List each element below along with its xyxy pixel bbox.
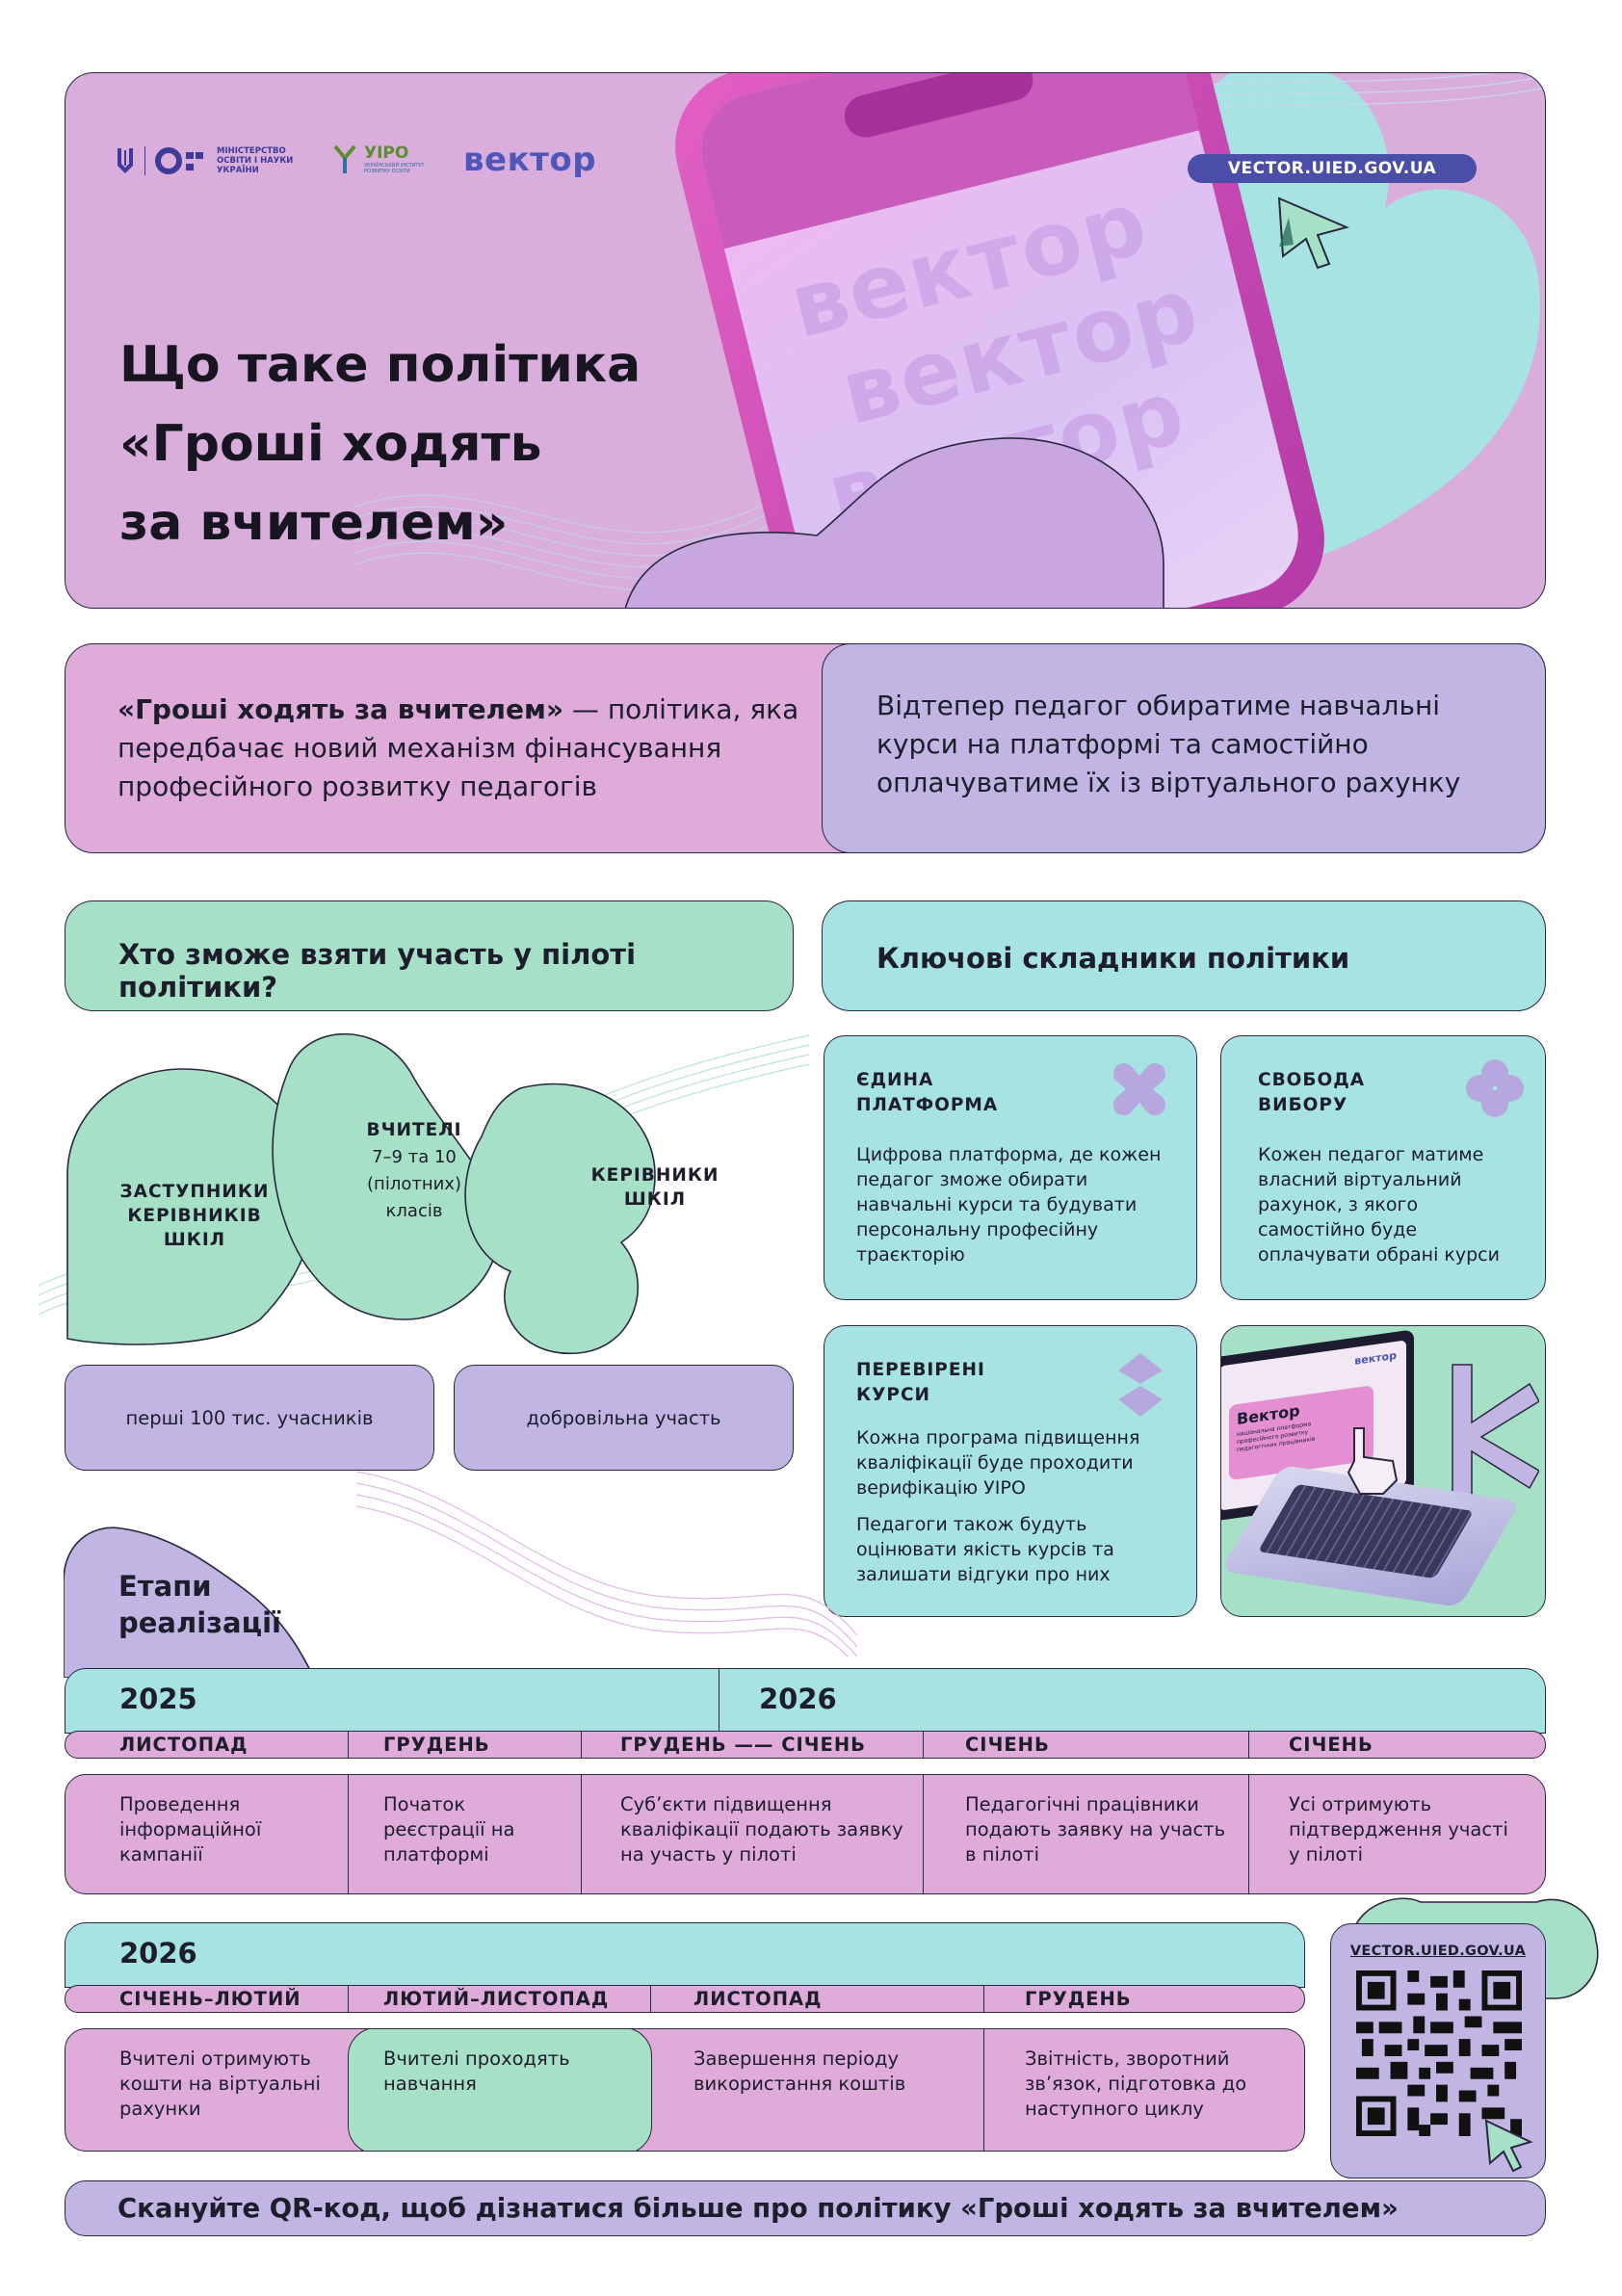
participants-heading: Хто зможе взяти участь у пілоті політики… [118, 938, 637, 1004]
intro-summary: Відтепер педагог обиратиме навчальні кур… [822, 643, 1546, 853]
timeline2-highlight [348, 2029, 652, 2151]
cursor-icon [1277, 196, 1350, 270]
laptop-card: вектор Вектор національна платформа проф… [1220, 1325, 1546, 1617]
laptop-cursor-icon [1347, 1427, 1399, 1495]
year-2025: 2025 [119, 1683, 197, 1715]
flower-shape-icon [1466, 1059, 1524, 1117]
laptop-illustration: вектор Вектор національна платформа проф… [1221, 1326, 1530, 1613]
participants-blobs [66, 1032, 656, 1355]
components-heading: Ключові складники політики [876, 942, 1350, 975]
qr-cursor-icon [1484, 2119, 1533, 2173]
card-unified-platform: ЄДИНА ПЛАТФОРМА Цифрова платформа, де ко… [824, 1035, 1197, 1300]
lilac-blob-decoration [624, 437, 1164, 608]
card-verified-courses: ПЕРЕВІРЕНІ КУРСИ Кожна програма підвищен… [824, 1325, 1197, 1617]
footer-cta: Скануйте QR-код, щоб дізнатися більше пр… [118, 2193, 1399, 2224]
stages-blob-decoration [64, 1526, 315, 1678]
mesh-decoration-lower [356, 1471, 857, 1657]
components-heading-box: Ключові складники політики [822, 900, 1546, 1011]
site-url-badge[interactable]: VECTOR.UIED.GOV.UA [1188, 154, 1477, 183]
pill-voluntary: добровільна участь [454, 1365, 794, 1471]
participant-heads: КЕРІВНИКИ ШКІЛ [590, 1165, 719, 1210]
participants-heading-box: Хто зможе взяти участь у пілоті політики… [65, 900, 794, 1011]
footer-cta-bar: Скануйте QR-код, щоб дізнатися більше пр… [65, 2180, 1546, 2236]
chevrons-shape-icon [1118, 1353, 1163, 1417]
uipo-logo: УІРО УКРАЇНСЬКИЙ ІНСТИТУТ РОЗВИТКУ ОСВІТ… [333, 143, 441, 175]
participant-teachers: ВЧИТЕЛІ 7–9 та 10 (пілотних) класів [366, 1120, 462, 1221]
timeline1-year-bar: 2025 2026 [65, 1668, 1546, 1734]
timeline1-events: Проведення інформаційної кампанії Почато… [65, 1774, 1546, 1894]
participant-deputies: ЗАСТУПНИКИ КЕРІВНИКІВ ШКІЛ [119, 1182, 270, 1250]
stages-heading: Етапи реалізації [118, 1570, 281, 1639]
uipo-mark-icon [333, 144, 356, 173]
cross-shape-icon [1113, 1063, 1165, 1115]
ministry-mark-icon [155, 147, 203, 174]
year-2026: 2026 [759, 1683, 837, 1715]
pill-first-100k: перші 100 тис. учасників [65, 1365, 434, 1471]
hero-banner: вектор вектор вектор МІНІСТЕРСТВО ОСВІТИ… [65, 72, 1546, 609]
timeline2-events: Вчителі отримують кошти на віртуальні ра… [65, 2028, 1305, 2152]
qr-code-icon[interactable] [1356, 1970, 1522, 2136]
qr-card: VECTOR.UIED.GOV.UA [1330, 1923, 1546, 2179]
card-freedom-of-choice: СВОБОДА ВИБОРУ Кожен педагог матиме влас… [1220, 1035, 1546, 1300]
page-title: Що таке політика «Гроші ходять за вчител… [119, 336, 641, 552]
ministry-logo: МІНІСТЕРСТВО ОСВІТИ І НАУКИ УКРАЇНИ [116, 146, 294, 175]
policy-name: «Гроші ходять за вчителем» [118, 693, 564, 725]
timeline2-month-bar: СІЧЕНЬ–ЛЮТИЙ ЛЮТИЙ–ЛИСТОПАД ЛИСТОПАД ГРУ… [65, 1985, 1305, 2013]
year-2026-second: 2026 [119, 1937, 197, 1970]
trident-icon [118, 148, 133, 173]
vector-logo: вектор [463, 141, 597, 179]
timeline1-month-bar: ЛИСТОПАД ГРУДЕНЬ ГРУДЕНЬ —— СІЧЕНЬ СІЧЕН… [65, 1731, 1546, 1759]
timeline2-year-bar: 2026 [65, 1922, 1305, 1988]
qr-url[interactable]: VECTOR.UIED.GOV.UA [1349, 1944, 1527, 1959]
